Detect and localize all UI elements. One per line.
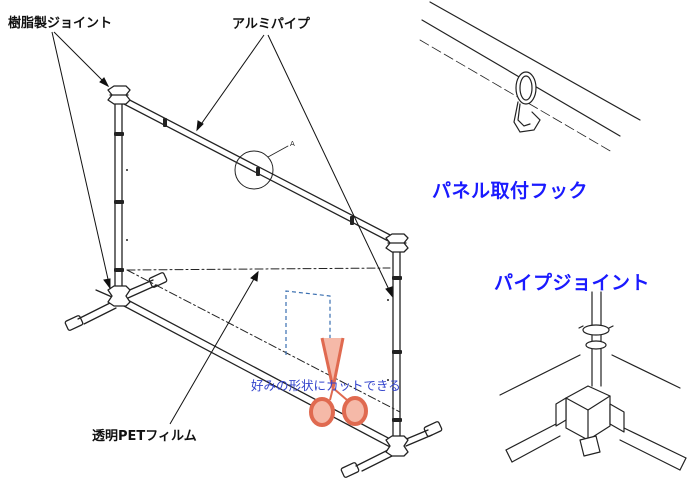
label-cut-hint: 好みの形状にカットできる [251,378,401,393]
detail-marker-label: A [290,140,295,148]
joint-top-left [107,85,131,105]
left-foot-side [95,289,113,298]
left-post-hooks [114,132,128,272]
joint-bottom-right [385,435,409,457]
label-pipe-joint: パイプジョイント [494,272,651,294]
left-foot-back [124,272,168,299]
floor-guide-line [126,269,401,413]
scissors-icon [309,337,368,427]
right-post-pipe [392,243,401,446]
joint-top-right [385,233,409,253]
left-post-pipe [114,99,123,291]
right-foot-front [340,449,393,478]
floor-back-line [126,267,391,271]
leader-lines [51,31,393,425]
detail-circle [234,150,274,190]
hook-detail-illustration [419,1,641,153]
label-panel-hook: パネル取付フック [432,180,589,202]
right-foot-back [403,421,443,447]
label-clear-pet-film: 透明PETフィルム [92,429,197,444]
left-foot-front [64,301,117,331]
rail-hooks [163,118,354,225]
cut-shape-outline [285,290,331,355]
detail-leader [267,145,289,158]
main-frame [64,85,443,478]
label-aluminum-pipe: アルミパイプ [232,17,310,32]
right-post-hooks [387,276,402,422]
joint-bottom-left [107,285,131,307]
label-resin-joint: 樹脂製ジョイント [8,16,113,31]
pipe-joint-detail-illustration [499,291,687,471]
